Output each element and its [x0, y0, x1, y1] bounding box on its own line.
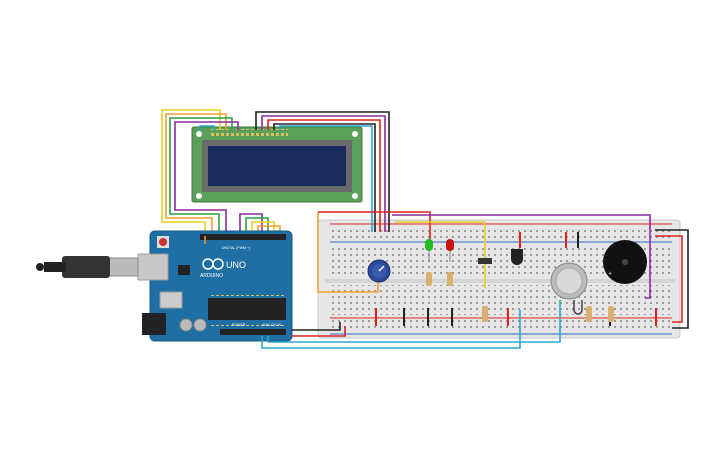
- potentiometer: [367, 259, 391, 283]
- npn-transistor: [511, 249, 523, 265]
- arduino-model: UNO: [226, 260, 246, 270]
- arduino-uno: ARDUINO UNO DIGITAL (PWM ~) POWER ANALOG…: [137, 230, 293, 342]
- lcd-display: [191, 126, 363, 203]
- led-green: [425, 239, 433, 262]
- led-red: [446, 239, 454, 262]
- arduino-analog-label: ANALOG IN: [262, 323, 282, 327]
- arduino-brand: ARDUINO: [200, 273, 223, 279]
- svg-text:+: +: [608, 271, 612, 277]
- resistors: [426, 272, 614, 322]
- arduino-power-label: POWER: [232, 323, 246, 327]
- breadboard: [317, 219, 681, 339]
- gas-sensor: [550, 262, 588, 315]
- arduino-digital-label: DIGITAL (PWM ~): [222, 246, 250, 250]
- wires-breadboard: [204, 211, 689, 349]
- wires-lcd: [161, 109, 390, 236]
- piezo-buzzer: +: [603, 240, 647, 284]
- usb-cable: [36, 256, 139, 278]
- breadboard-jumpers: [375, 232, 657, 326]
- slide-switch: [478, 258, 492, 264]
